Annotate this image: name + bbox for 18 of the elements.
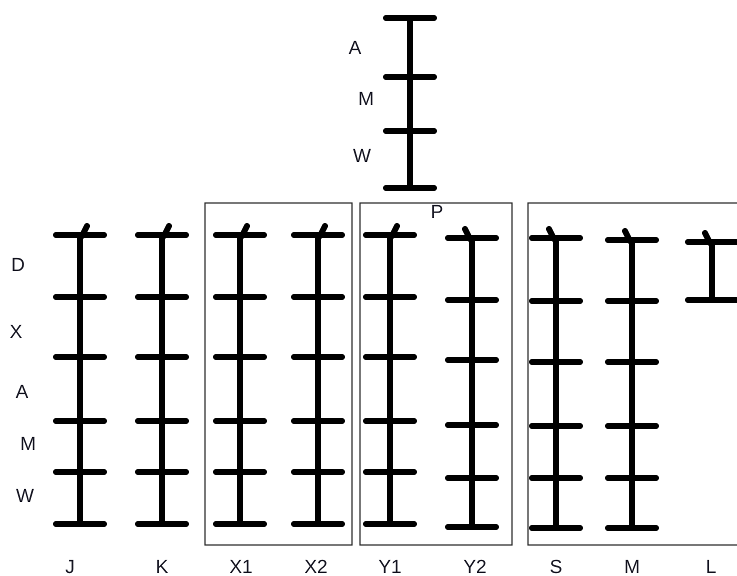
row-label: M xyxy=(358,89,374,111)
column-label: X2 xyxy=(304,557,328,576)
column-label: X1 xyxy=(229,557,253,576)
column-label: Y1 xyxy=(378,557,402,576)
column-label: M xyxy=(624,557,640,576)
column-label: L xyxy=(706,557,716,576)
group-label: P xyxy=(430,202,444,224)
row-label: D xyxy=(11,255,25,277)
column-label: J xyxy=(65,557,75,576)
column-label: S xyxy=(550,557,562,576)
row-label: A xyxy=(348,38,362,60)
row-label: X xyxy=(10,322,22,344)
row-label: W xyxy=(353,146,371,168)
column-label: K xyxy=(156,557,168,576)
column-label: Y2 xyxy=(463,557,487,576)
row-label: W xyxy=(16,486,34,508)
row-label: M xyxy=(20,434,36,456)
row-label: A xyxy=(16,382,28,404)
